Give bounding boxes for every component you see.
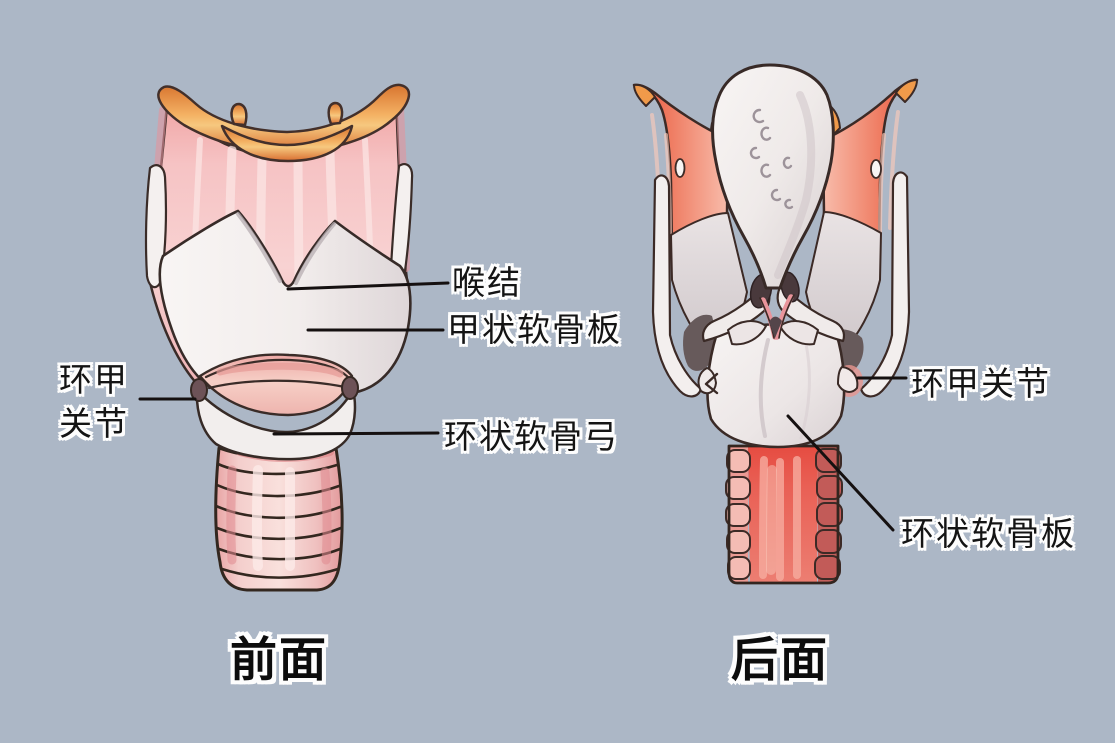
label-cricoid-lamina: 环状软骨板: [901, 515, 1076, 552]
cricoid-lamina-plate: [706, 323, 846, 449]
label-cricothyroid-joint-front-line1: 环甲: [59, 361, 129, 398]
front-view-illustration: [144, 83, 414, 592]
back-view-illustration: [632, 63, 919, 585]
lip-seam-line: [207, 379, 347, 390]
thyroid-cartilage-front: [158, 209, 412, 395]
leader-lines: [138, 281, 908, 532]
caption-back-view: 后面: [731, 633, 829, 686]
label-cricothyroid-joint-front-line2: 关节: [59, 405, 129, 442]
caption-front-view: 前面: [230, 633, 328, 686]
plate-shading-1: [758, 338, 770, 438]
label-cricothyroid-joint-back: 环甲关节: [911, 365, 1051, 402]
cricothyroid-joint-right: [341, 376, 359, 400]
label-cricoid-arch: 环状软骨弓: [444, 418, 619, 455]
hyoid-bone: [157, 83, 411, 163]
thyroid-notch-shading: [236, 212, 336, 285]
cricothyroid-joint-left: [190, 378, 208, 402]
cricoid-bump-left: [697, 367, 717, 395]
leader-cricoid-arch: [272, 431, 440, 436]
trachea-ring-tabs-right: [814, 448, 843, 580]
leader-adams-apple: [286, 281, 450, 291]
epiglottis: [711, 63, 835, 290]
trachea-ring-tabs-left: [725, 449, 751, 580]
leader-cricoid-lamina: [786, 414, 895, 532]
epiglottis-shading: [774, 91, 816, 279]
cricothyroid-joint-back-bump: [837, 366, 859, 393]
label-adams-apple: 喉结: [452, 264, 522, 301]
chevron-mark: [704, 372, 719, 395]
lip-shading: [216, 362, 344, 378]
label-thyroid-lamina: 甲状软骨板: [447, 311, 622, 348]
plate-shading-2: [799, 342, 811, 440]
epiglottis-pit-marks: [749, 108, 794, 210]
label-cricothyroid-joint-front: 环甲 关节: [59, 358, 129, 446]
trachea-back: [725, 444, 843, 585]
arytenoid-mound-left: [727, 320, 767, 346]
interarytenoid-notch: [769, 316, 782, 338]
